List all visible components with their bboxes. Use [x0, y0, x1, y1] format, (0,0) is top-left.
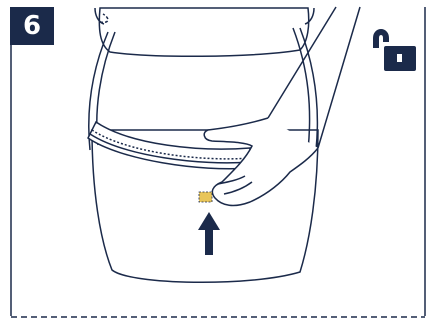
latch-release-spot [199, 192, 212, 202]
unlocked-padlock-icon [376, 32, 416, 71]
step-number-badge: 6 [10, 7, 54, 45]
bag-lid [95, 8, 314, 56]
